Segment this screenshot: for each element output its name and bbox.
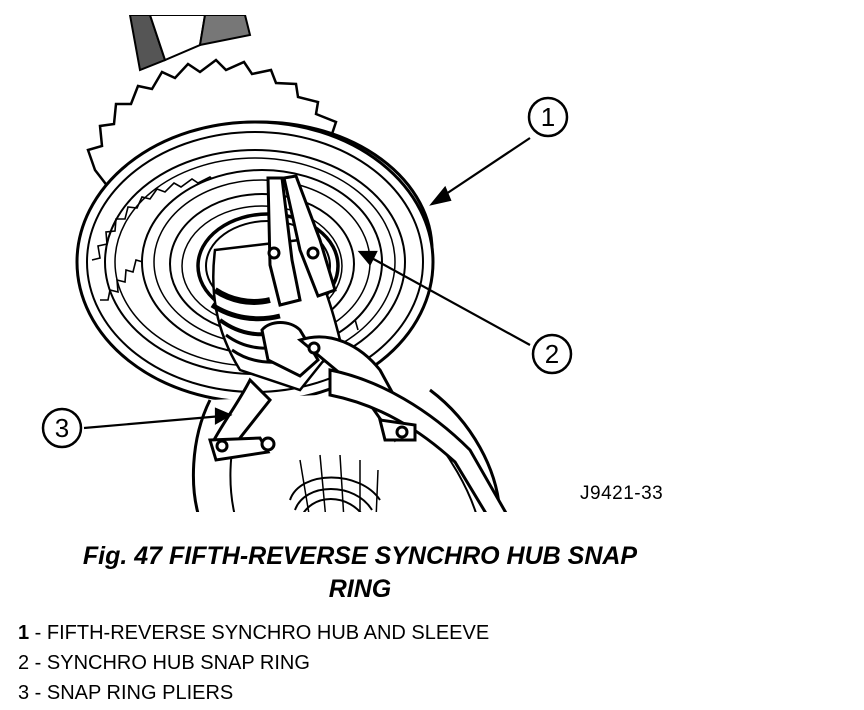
leader-line-1 [439,137,531,199]
legend-text: - FIFTH-REVERSE SYNCHRO HUB AND SLEEVE [29,622,490,644]
caption-line-1: Fig. 47 FIFTH-REVERSE SYNCHRO HUB SNAP [82,542,638,570]
synchro-hub-illustration: 1 2 3 [41,15,573,512]
legend-text: - SNAP RING PLIERS [29,682,234,704]
leader-lines [83,137,531,430]
figure-code: J9421-33 [580,483,664,504]
leader-line-2 [367,255,531,346]
figure-caption: Fig. 47 FIFTH-REVERSE SYNCHRO HUB SNAP R… [40,540,680,606]
legend-number: 3 [18,682,30,704]
leader-arrow-1 [429,185,452,206]
legend: 1 - FIFTH-REVERSE SYNCHRO HUB AND SLEEVE… [18,618,489,708]
snap-ring-pliers [208,174,508,512]
callout-2-number: 2 [545,339,559,369]
legend-text: - SYNCHRO HUB SNAP RING [29,652,310,674]
callout-3: 3 [41,407,83,449]
callout-1: 1 [527,96,569,138]
legend-item-2: 2 - SYNCHRO HUB SNAP RING [18,648,489,678]
legend-item-1: 1 - FIFTH-REVERSE SYNCHRO HUB AND SLEEVE [18,618,489,648]
callout-3-number: 3 [55,413,69,443]
legend-number: 1 [18,622,30,644]
leader-line-3 [83,414,223,430]
shaft [128,15,252,72]
leader-arrow-3 [214,407,233,425]
caption-line-2: RING [328,575,392,603]
callout-1-number: 1 [541,102,555,132]
leader-arrow-2 [357,250,378,266]
callout-2: 2 [531,333,573,375]
legend-item-3: 3 - SNAP RING PLIERS [18,678,489,708]
legend-number: 2 [18,652,30,674]
